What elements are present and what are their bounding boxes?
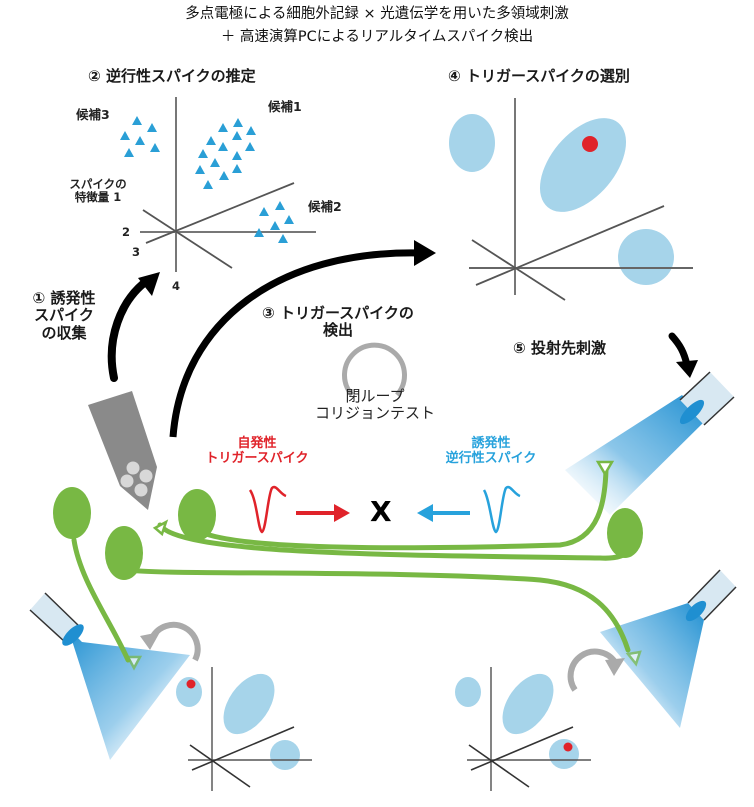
feature-axis-3-label: 3: [132, 245, 141, 259]
step1-number: ①: [32, 289, 46, 307]
evoked-line2: 逆行性スパイク: [445, 450, 537, 466]
multi-electrode-probe: [88, 391, 157, 510]
candidate-2-label: 候補2: [308, 199, 342, 214]
step1-line3: の収集: [41, 323, 87, 342]
step1-line2: スパイク: [34, 306, 94, 325]
light-source-top-right: [679, 371, 735, 426]
collision-title-line1: 閉ループ: [345, 387, 405, 405]
step4-number: ④: [448, 67, 461, 85]
step4-heading: ④ トリガースパイクの選別: [448, 67, 630, 85]
candidate-3-label: 候補3: [76, 107, 110, 122]
evoked-antidromic-label: 誘発性 逆行性スパイク: [426, 436, 556, 467]
collision-title-line2: コリジョンテスト: [314, 404, 435, 423]
step5-label: 投射先刺激: [530, 339, 606, 357]
axis1-line2: 特徴量 1: [74, 190, 122, 205]
step5-number: ⑤: [513, 339, 526, 357]
figure-title-line1: 多点電極による細胞外記録 × 光遺伝学を用いた多領域刺激: [185, 6, 569, 22]
step2-label: 逆行性スパイクの推定: [105, 67, 256, 85]
candidate-1-label: 候補1: [268, 99, 302, 114]
axis1-line1: スパイクの: [69, 177, 127, 191]
step3-line2: 検出: [322, 321, 353, 340]
step5-heading: ⑤ 投射先刺激: [513, 339, 606, 357]
feature-axis-1-label: スパイクの 特徴量 1: [58, 177, 138, 205]
evoked-line1: 誘発性: [471, 436, 511, 451]
spontaneous-line1: 自発性: [237, 436, 277, 451]
light-source-bottom-left: [29, 592, 84, 646]
cluster-selection-plot: [449, 98, 693, 301]
step1-label: ① 誘発性 スパイク の収集: [18, 289, 110, 342]
step2-number: ②: [88, 67, 101, 85]
step2-heading: ② 逆行性スパイクの推定: [88, 67, 256, 85]
step3-line1: トリガースパイクの: [279, 304, 414, 322]
feature-axis-2-label: 2: [122, 225, 131, 239]
figure-title-line2: ＋ 高速演算PCによるリアルタイムスパイク検出: [220, 29, 534, 45]
light-source-bottom-right: [685, 569, 737, 622]
spontaneous-trigger-label: 自発性 トリガースパイク: [192, 436, 322, 467]
spontaneous-line2: トリガースパイク: [205, 450, 309, 466]
feature-space-plot: [120, 97, 316, 272]
step3-number: ③: [262, 304, 275, 322]
closed-loop-icon: [342, 342, 407, 397]
collision-test-title: 閉ループ コリジョンテスト: [300, 387, 450, 423]
trigger-spike-waveform: [248, 485, 287, 534]
arrow-step5: [668, 332, 691, 369]
step1-line1: 誘発性: [50, 289, 96, 307]
feature-axis-4-label: 4: [172, 279, 181, 293]
step4-label: トリガースパイクの選別: [465, 67, 630, 85]
arrow-step3: [169, 249, 421, 438]
evoked-spike-waveform: [482, 485, 521, 534]
collision-x-mark: X: [370, 495, 392, 528]
step3-label: ③ トリガースパイクの 検出: [238, 304, 438, 340]
arrow-step1: [107, 276, 152, 382]
mini-plot-bottom-left: [176, 667, 312, 791]
mini-plot-bottom-right: [455, 667, 591, 791]
